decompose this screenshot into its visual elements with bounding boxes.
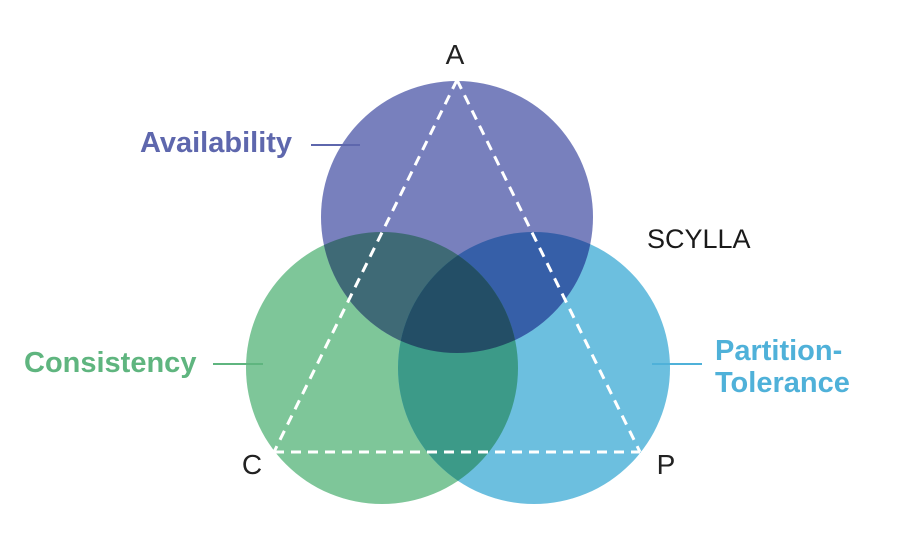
vertex-p-label: P <box>657 449 676 480</box>
vertex-c-label: C <box>242 449 262 480</box>
triangle-edge-a-c <box>272 79 459 453</box>
partition-label-line2: Tolerance <box>715 367 850 399</box>
consistency-label: Consistency <box>24 347 196 379</box>
scylla-brand-label: SCYLLA <box>647 224 751 254</box>
vertex-a-label: A <box>446 39 465 70</box>
center-overlap <box>398 232 518 353</box>
triangle-edge-a-p <box>455 79 642 453</box>
partition-label-line1: Partition- <box>715 335 842 367</box>
availability-label: Availability <box>140 127 292 159</box>
